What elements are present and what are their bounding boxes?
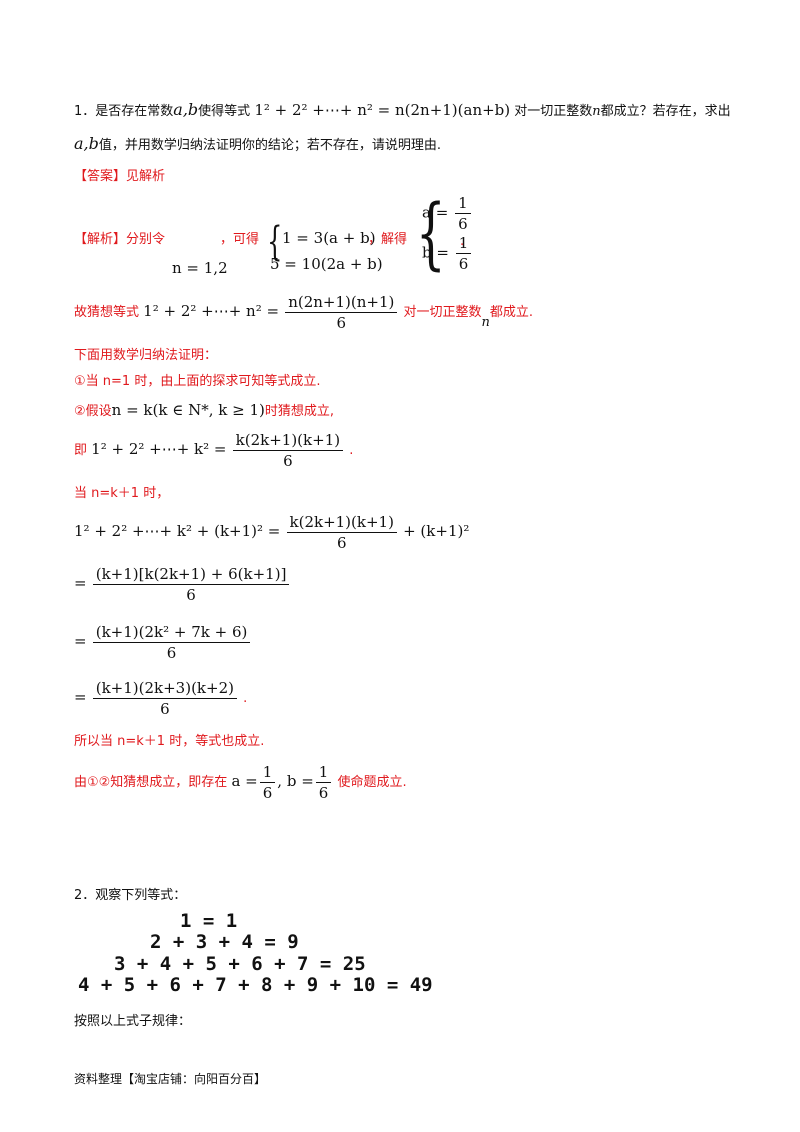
text: 使得等式 [198,104,251,119]
footer-text: 资料整理【淘宝店铺：向阳百分百】 [74,1072,267,1086]
n-values: n = 1,2 [172,259,228,277]
numerator: 1 [455,233,472,254]
guess-line: 故猜想等式 1² + 2² +⋯+ n² = n(2n+1)(n+1)6 对一切… [74,292,533,333]
numerator: k(2k+1)(k+1) [286,512,397,533]
fraction: (k+1)[k(2k+1) + 6(k+1)]6 [92,564,290,605]
q2-rule: 按照以上式子规律： [74,1014,192,1029]
pattern-row: 3 + 4 + 5 + 6 + 7 = 25 [114,953,366,975]
step2-equation: n = k(k ∈ N*, k ≥ 1) [111,401,265,419]
calc-lhs: 1² + 2² +⋯+ k² + (k+1)² = [74,522,281,540]
q1-line1: 1．是否存在常数a,b使得等式 1² + 2² +⋯+ n² = n(2n+1)… [74,100,731,122]
solve-text: ，解得 [368,232,408,247]
denominator: 6 [283,452,293,470]
numerator: 1 [455,193,471,214]
pattern-row: 2 + 3 + 4 = 9 [150,931,299,953]
step-s3: = (k+1)(2k+3)(k+2)6 . [74,678,247,719]
fraction: k(2k+1)(k+1)6 [286,512,397,553]
system-eq2: 5 = 10(2a + b) [270,255,383,273]
step1: ①当 n=1 时，由上面的探求可知等式成立. [74,374,321,389]
text: 都成立. [489,305,534,320]
b-equals: , b = [277,772,314,790]
text: 即 [74,443,88,458]
ie-lhs: 1² + 2² +⋯+ k² = [91,440,227,458]
analysis-label: 【解析】分别令 [74,232,166,247]
denominator: 6 [186,586,196,604]
numerator: 1 [315,762,332,783]
fraction: (k+1)(2k+3)(k+2)6 [92,678,237,719]
numerator: (k+1)[k(2k+1) + 6(k+1)] [92,564,290,585]
denominator: 6 [166,644,177,662]
calc-tail: + (k+1)² [403,522,470,540]
denominator: 6 [336,534,347,552]
denominator: 6 [318,784,329,802]
var-n: n [592,104,601,119]
q1-number-text: 1．是否存在常数 [74,104,174,119]
pattern-row: 1 = 1 [180,910,238,932]
fraction: n(2n+1)(n+1)6 [285,292,398,333]
var-n: n [481,315,490,330]
numerator: k(2k+1)(k+1) [232,430,344,451]
a-equals: a = [422,203,449,222]
denominator: 6 [458,255,469,273]
text: 值，并用数学归纳法证明你的结论；若不存在，请说明理由. [98,138,442,153]
solution-brace: { [415,189,446,279]
denominator: 6 [262,784,273,802]
text: 对一切正整数 [403,305,482,320]
step-s1: = (k+1)[k(2k+1) + 6(k+1)]6 [74,564,291,605]
guess-lhs: 1² + 2² +⋯+ n² = [143,302,280,320]
period: . [460,234,465,249]
denominator: 6 [458,215,468,233]
q2-intro: 2．观察下列等式： [74,888,187,903]
var-ab: a,b [173,100,199,119]
get-text: ，可得 [220,232,260,247]
a-equals: a = [231,772,258,790]
denominator: 6 [336,314,347,332]
equals: = [74,688,87,706]
system-eq1: 1 = 3(a + b) [282,229,376,247]
when-line: 当 n=k＋1 时， [74,486,170,501]
q1-line2: a,b值，并用数学归纳法证明你的结论；若不存在，请说明理由. [74,134,441,156]
conclude-line: 所以当 n=k＋1 时，等式也成立. [74,734,265,749]
text: ②假设 [74,404,112,419]
step2: ②假设n = k(k ∈ N*, k ≥ 1)时猜想成立, [74,400,334,422]
text: 都成立？若存在，求出 [600,104,731,119]
text: 使命题成立. [337,775,407,790]
numerator: n(2n+1)(n+1) [285,292,398,313]
calc-line: 1² + 2² +⋯+ k² + (k+1)² = k(2k+1)(k+1)6 … [74,512,469,553]
fraction: k(2k+1)(k+1)6 [232,430,344,471]
induction-intro: 下面用数学归纳法证明： [74,348,218,363]
equation-pattern-image: 1 = 1 2 + 3 + 4 = 9 3 + 4 + 5 + 6 + 7 = … [78,910,433,996]
b-equals: b = [422,243,449,262]
step-s2: = (k+1)(2k² + 7k + 6)6 [74,622,252,663]
text: 故猜想等式 [74,305,140,320]
text: 对一切正整数 [514,104,593,119]
numerator: (k+1)(2k+3)(k+2) [92,678,237,699]
period: . [349,443,354,458]
text: 由①②知猜想成立，即存在 [74,775,228,790]
numerator: (k+1)(2k² + 7k + 6) [92,622,251,643]
sum-equation: 1² + 2² +⋯+ n² = n(2n+1)(an+b) [254,101,511,119]
text: 时猜想成立, [264,404,334,419]
period: . [243,691,248,706]
pattern-row: 4 + 5 + 6 + 7 + 8 + 9 + 10 = 49 [78,974,433,996]
ie-line: 即 1² + 2² +⋯+ k² = k(2k+1)(k+1)6 . [74,430,353,471]
system-brace: { [267,219,283,265]
fraction: (k+1)(2k² + 7k + 6)6 [92,622,251,663]
equals: = [74,574,87,592]
numerator: 1 [259,762,276,783]
denominator: 6 [160,700,170,718]
equals: = [74,632,87,650]
var-ab: a,b [74,134,99,153]
answer-label: 【答案】见解析 [74,169,166,184]
